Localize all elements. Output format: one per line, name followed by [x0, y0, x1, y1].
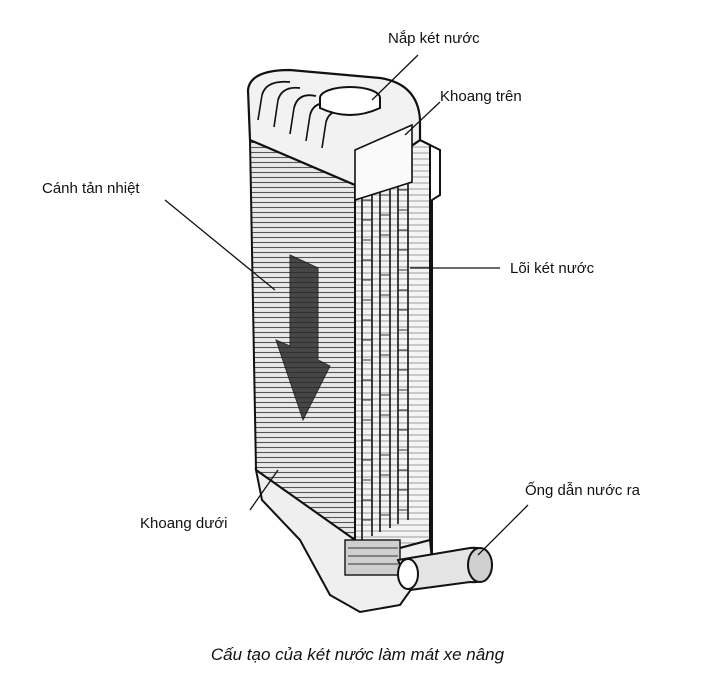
outlet-pipe [396, 546, 494, 592]
label-cooling-fins: Cánh tản nhiệt [42, 180, 140, 197]
label-radiator-core: Lõi két nước [510, 260, 595, 277]
flow-arrow [275, 254, 331, 422]
lower-tank [254, 467, 434, 614]
core-tube-ladder [362, 189, 408, 521]
leader-outlet-pipe [477, 504, 529, 556]
leader-filler-cap [371, 54, 419, 101]
leader-cooling-fins [164, 199, 276, 291]
radiator-body [248, 138, 441, 581]
figure-caption: Cấu tạo của két nước làm mát xe nâng [210, 645, 505, 664]
label-filler-cap: Nắp két nước [388, 30, 480, 47]
leader-lower-tank [249, 469, 279, 511]
label-upper-tank: Khoang trên [440, 88, 522, 105]
side-frame [354, 138, 431, 562]
upper-tank [246, 68, 422, 202]
leader-lines [164, 54, 529, 556]
label-outlet-pipe: Ống dẫn nước ra [525, 482, 640, 499]
label-lower-tank: Khoang dưới [140, 515, 228, 532]
leader-upper-tank [404, 101, 441, 136]
